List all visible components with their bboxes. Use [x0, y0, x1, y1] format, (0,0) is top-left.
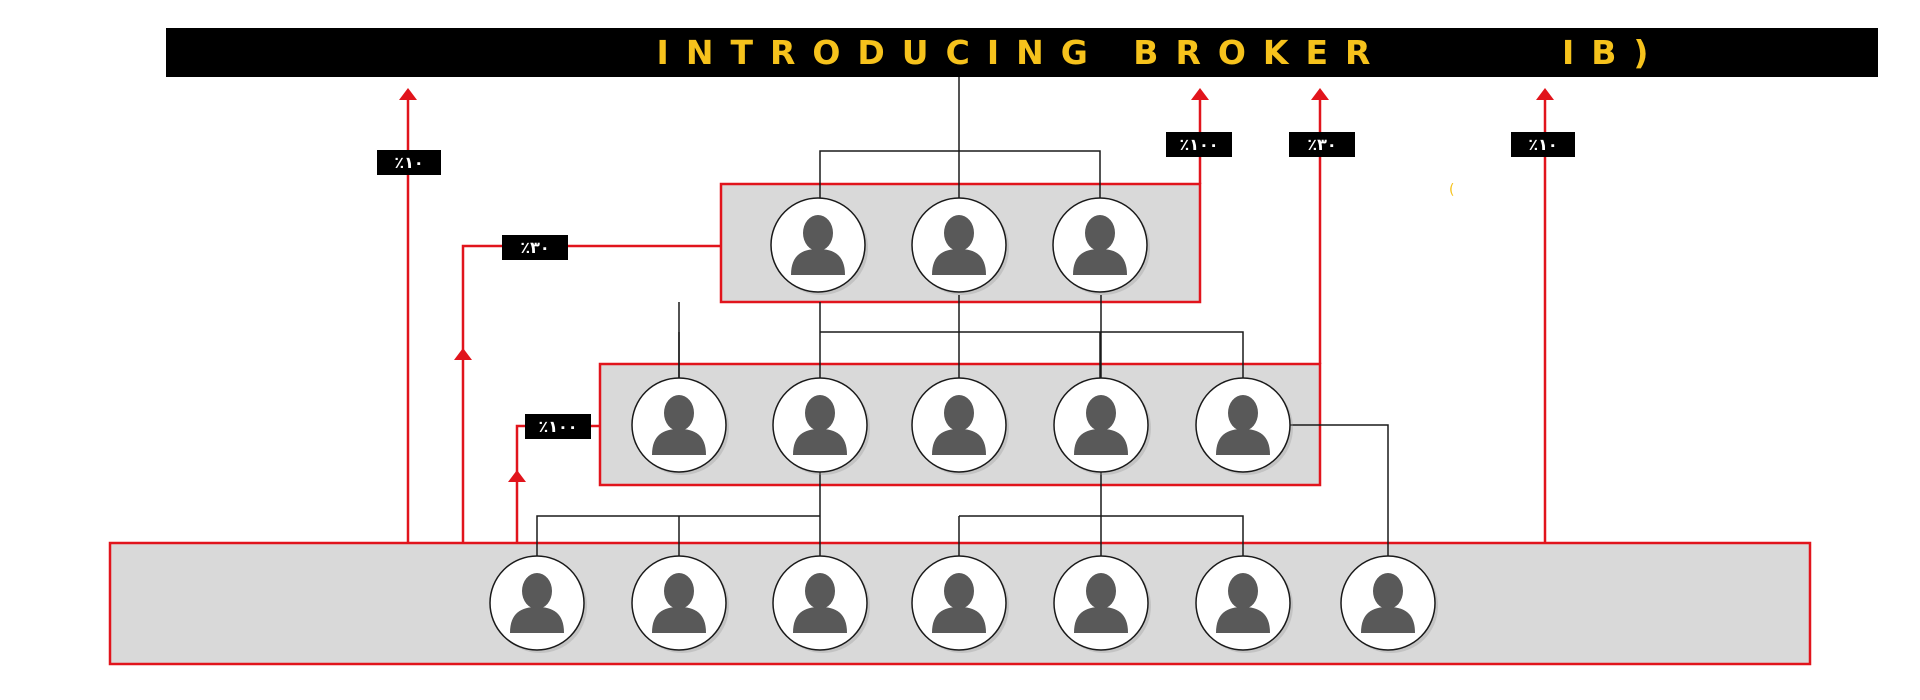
person-head — [944, 573, 974, 609]
banner-title-tail: IB) — [1562, 33, 1666, 72]
percent-badge-left-inner: ٪۱۰۰ — [525, 414, 591, 439]
person-body — [1361, 607, 1415, 633]
person-head — [944, 395, 974, 431]
person-icon — [932, 573, 986, 633]
person-head — [1086, 573, 1116, 609]
person-body — [1216, 429, 1270, 455]
member-avatar-bottom-2 — [631, 555, 729, 653]
person-body — [1074, 607, 1128, 633]
person-head — [1228, 573, 1258, 609]
person-head — [1086, 395, 1116, 431]
person-icon — [1216, 573, 1270, 633]
member-avatar-top-1 — [770, 197, 868, 295]
person-icon — [1216, 395, 1270, 455]
percent-badge-far-right: ٪۱۰ — [1511, 132, 1575, 157]
title-banner: INTRODUCING BROKER IB) — [166, 28, 1878, 77]
percent-badge-top-tier: ٪۱۰۰ — [1166, 132, 1232, 157]
person-body — [652, 607, 706, 633]
person-body — [932, 429, 986, 455]
banner-title: INTRODUCING BROKER — [656, 33, 1388, 72]
connector-mid-right-fan — [1101, 331, 1244, 386]
person-icon — [1074, 395, 1128, 455]
connector-mid-to-bottom-right — [958, 465, 1244, 565]
member-avatar-bottom-1 — [489, 555, 587, 653]
person-body — [793, 607, 847, 633]
person-head — [664, 573, 694, 609]
person-body — [652, 429, 706, 455]
member-avatar-middle-5 — [1195, 377, 1293, 475]
percent-badge-left-outer: ٪۱۰ — [377, 150, 441, 175]
person-head — [944, 215, 974, 251]
person-body — [1074, 429, 1128, 455]
connector-top-fan — [819, 150, 1101, 205]
member-avatar-middle-4 — [1053, 377, 1151, 475]
person-head — [805, 395, 835, 431]
member-avatar-middle-1 — [631, 377, 729, 475]
person-body — [1073, 249, 1127, 275]
person-head — [522, 573, 552, 609]
person-icon — [652, 573, 706, 633]
person-icon — [932, 395, 986, 455]
member-avatar-bottom-4 — [911, 555, 1009, 653]
person-icon — [932, 215, 986, 275]
member-avatar-top-2 — [911, 197, 1009, 295]
person-icon — [1361, 573, 1415, 633]
person-icon — [652, 395, 706, 455]
arrow-up-icon — [399, 88, 417, 100]
person-body — [932, 249, 986, 275]
person-head — [803, 215, 833, 251]
person-body — [932, 607, 986, 633]
person-icon — [1074, 573, 1128, 633]
stray-mark: ( — [1449, 182, 1455, 198]
member-avatar-middle-3 — [911, 377, 1009, 475]
member-avatar-middle-2 — [772, 377, 870, 475]
arrow-up-icon — [508, 470, 526, 482]
person-icon — [791, 215, 845, 275]
person-icon — [793, 573, 847, 633]
percent-badge-left-mid: ٪۳۰ — [502, 235, 568, 260]
person-icon — [1073, 215, 1127, 275]
arrow-up-icon — [1191, 88, 1209, 100]
person-icon — [510, 573, 564, 633]
person-body — [1216, 607, 1270, 633]
arrow-up-icon — [1311, 88, 1329, 100]
member-avatar-bottom-6 — [1195, 555, 1293, 653]
person-body — [793, 429, 847, 455]
person-head — [805, 573, 835, 609]
flow-left-mid-upper — [461, 244, 721, 355]
member-avatar-top-3 — [1052, 197, 1150, 295]
member-avatar-bottom-7 — [1340, 555, 1438, 653]
member-avatar-bottom-3 — [772, 555, 870, 653]
person-head — [1228, 395, 1258, 431]
arrow-up-icon — [1536, 88, 1554, 100]
arrow-up-icon — [454, 348, 472, 360]
member-avatar-bottom-5 — [1053, 555, 1151, 653]
person-head — [1373, 573, 1403, 609]
person-head — [1085, 215, 1115, 251]
person-icon — [793, 395, 847, 455]
connector-mid-to-bottom-far — [1290, 424, 1389, 565]
person-body — [510, 607, 564, 633]
person-head — [664, 395, 694, 431]
percent-badge-mid-tier: ٪۳۰ — [1289, 132, 1355, 157]
person-body — [791, 249, 845, 275]
